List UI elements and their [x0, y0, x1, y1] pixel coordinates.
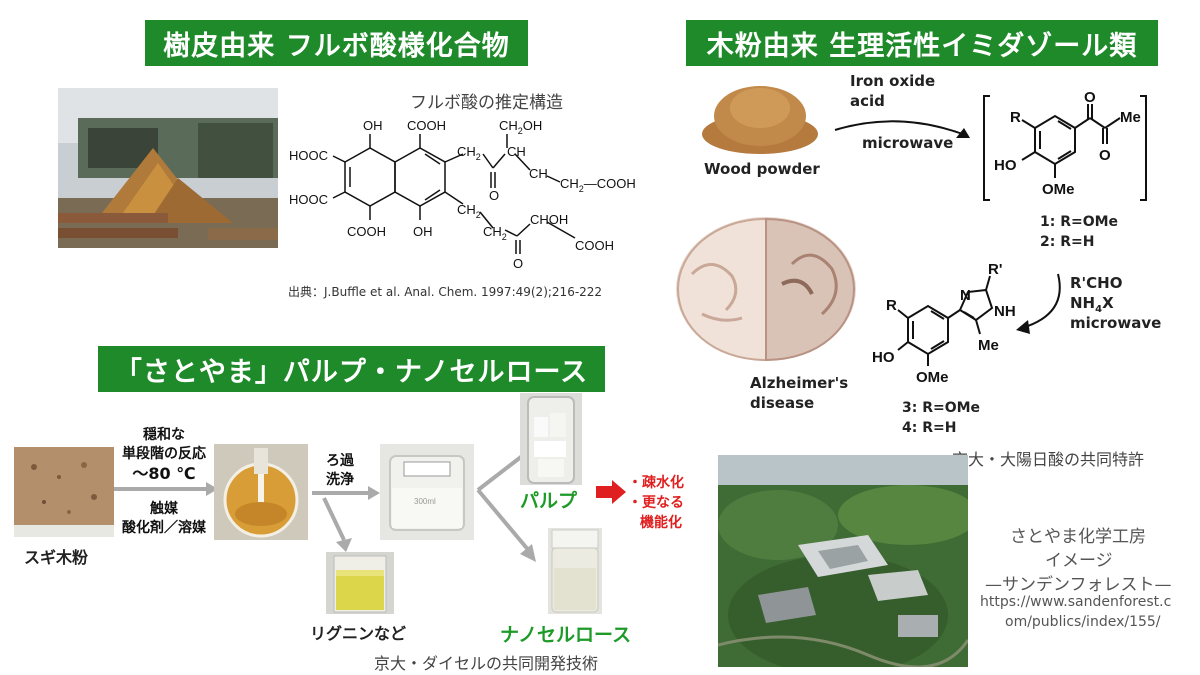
c12-o-top: O	[1084, 89, 1096, 106]
wood-powder-label: Wood powder	[704, 160, 820, 178]
label-ch-b: CH	[529, 166, 548, 181]
arrow-to-lignin	[322, 497, 352, 552]
reagent-rcho: R'CHO	[1070, 274, 1123, 292]
label-cooh: COOH	[407, 118, 446, 133]
fulvic-structure-title: フルボ酸の推定構造	[410, 93, 563, 113]
label-ch-a: CH	[507, 144, 526, 159]
sanden-forest-url-line2[interactable]: om/publics/index/155/	[1005, 614, 1161, 630]
result-functionalization: 機能化	[640, 515, 682, 531]
arrow-filtration	[312, 486, 380, 500]
reagent-nh4x: NH4X	[1070, 294, 1114, 315]
compound-1-2-structure: R HO OMe O O Me	[983, 89, 1147, 201]
label-oh: OH	[363, 118, 383, 133]
reaction-arrow-2	[1016, 273, 1061, 334]
result-hydrophobization: ・疎水化	[628, 475, 684, 491]
lignin-beaker-photo	[326, 552, 394, 614]
pulp-jar-photo	[520, 393, 582, 485]
wood-powder-photo	[700, 74, 820, 154]
satoyama-caption-line3: —サンデンフォレスト—	[985, 575, 1172, 595]
pulp-label: パルプ	[520, 490, 578, 512]
label-ch2-c: CH2	[483, 224, 507, 242]
bark-pile-photo	[58, 88, 278, 248]
reaction-flask-photo	[214, 444, 308, 540]
reagent-microwave-2: microwave	[1070, 314, 1162, 332]
c12-r: R	[1010, 109, 1021, 126]
label-ch2-a: CH2	[457, 144, 481, 162]
alzheimer-brain-image	[672, 214, 860, 364]
arrow-reaction	[114, 482, 218, 496]
compound-3-4-structure: R' N NH Me R HO OMe	[872, 262, 1016, 386]
c34-rprime: R'	[988, 262, 1002, 278]
label-ch2oh: CH2OH	[499, 118, 542, 136]
c34-ome: OMe	[916, 369, 949, 386]
banner-satoyama-pulp: 「さとやま」パルプ・ナノセルロース	[98, 346, 605, 392]
filtration-washing-label: ろ過 洗浄	[326, 453, 354, 488]
lignin-label: リグニンなど	[310, 624, 407, 643]
sanden-forest-url-line1[interactable]: https://www.sandenforest.c	[980, 594, 1172, 610]
reaction-conditions-bottom: 触媒 酸化剤／溶媒	[122, 501, 206, 536]
satoyama-caption-line1: さとやま化学工房	[1010, 527, 1146, 547]
satoyama-caption-line2: イメージ	[1045, 551, 1113, 571]
label-ch2-b: CH2	[457, 202, 481, 220]
c12-o-bottom: O	[1099, 147, 1111, 164]
c34-ho: HO	[872, 349, 895, 366]
fulvic-acid-structure: OH COOH CH2OH HOOC CH2 CH CH CH2—COOH HO…	[289, 118, 636, 271]
compound-4-label: 4: R=H	[902, 420, 957, 436]
result-further: ・更なる	[628, 495, 684, 511]
compound-3-label: 3: R=OMe	[902, 400, 981, 416]
beaker-volume-marking: 300ml	[414, 497, 436, 506]
joint-development-note: 京大・ダイセルの共同開発技術	[374, 654, 599, 673]
nanocellulose-label: ナノセルロース	[500, 624, 632, 646]
label-ch2-cooh: CH2—COOH	[560, 176, 636, 194]
sugi-wood-powder-label: スギ木粉	[24, 548, 89, 567]
reagent-iron-oxide: Iron oxide	[850, 72, 936, 90]
c34-me: Me	[978, 337, 999, 354]
washed-product-container-photo: 300ml	[380, 444, 474, 540]
label-cooh-right: COOH	[575, 238, 614, 253]
c34-n: N	[960, 287, 971, 304]
reaction-conditions-top: 穏和な 単段階の反応 〜80 ℃	[122, 427, 206, 483]
compound-2-label: 2: R=H	[1040, 234, 1095, 250]
sanden-forest-aerial-photo	[718, 455, 968, 667]
label-hooc-bottom: HOOC	[289, 192, 328, 207]
reagent-acid: acid	[850, 92, 885, 110]
label-o-b: O	[513, 256, 523, 271]
reaction-arrow-1	[834, 120, 970, 138]
joint-patent-note: 京大・大陽日酸の共同特許	[952, 450, 1145, 469]
banner-bark-fulvic: 樹皮由来 フルボ酸様化合物	[145, 20, 528, 66]
fulvic-source-citation: 出典：J.Buffle et al. Anal. Chem. 1997:49(2…	[288, 285, 603, 299]
nanocellulose-jar-photo	[548, 528, 602, 614]
label-choh: CHOH	[530, 212, 568, 227]
reagent-microwave-1: microwave	[862, 134, 954, 152]
c12-me: Me	[1120, 109, 1141, 126]
alzheimer-label-line2: disease	[750, 394, 815, 412]
label-o-a: O	[489, 188, 499, 203]
c12-ome: OMe	[1042, 181, 1075, 198]
sugi-wood-powder-photo	[14, 447, 114, 537]
label-oh-bottom: OH	[413, 224, 433, 239]
c34-nh: NH	[994, 303, 1016, 320]
label-cooh-bottom: COOH	[347, 224, 386, 239]
red-arrow	[596, 480, 626, 504]
c34-r: R	[886, 297, 897, 314]
compound-1-label: 1: R=OMe	[1040, 214, 1119, 230]
banner-wood-imidazole: 木粉由来 生理活性イミダゾール類	[686, 20, 1158, 66]
label-hooc-top: HOOC	[289, 148, 328, 163]
c12-ho: HO	[994, 157, 1017, 174]
alzheimer-label-line1: Alzheimer's	[750, 374, 849, 392]
